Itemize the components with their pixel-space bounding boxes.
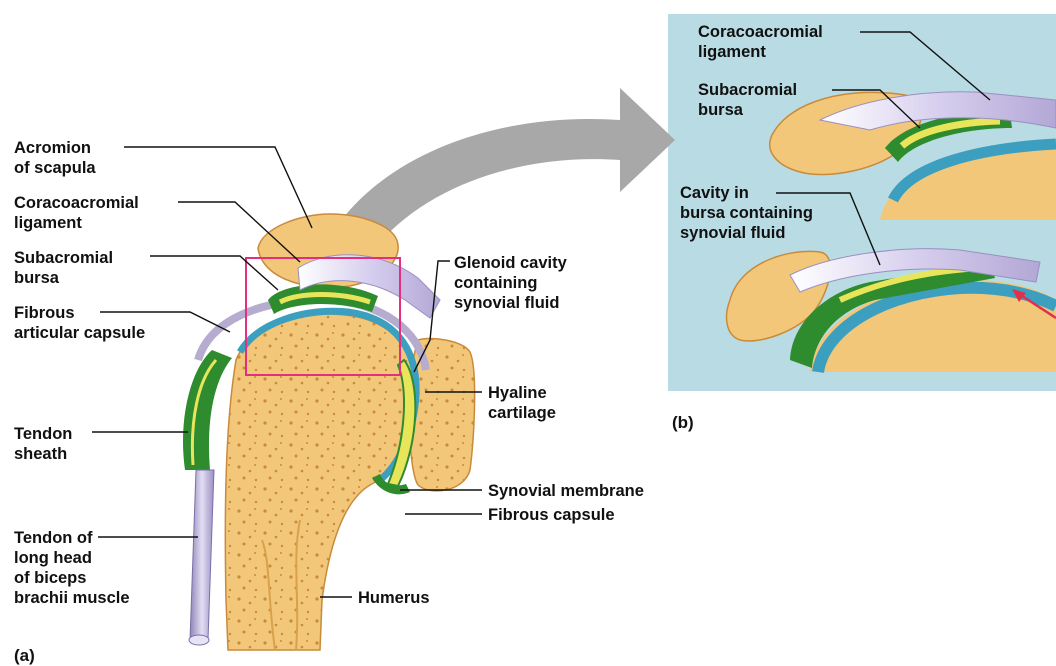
leader-acromion — [124, 147, 312, 228]
biceps-tendon — [190, 470, 214, 640]
label-b-coracoacromial-ligament: Coracoacromial ligament — [698, 22, 823, 62]
label-hyaline-cartilage: Hyaline cartilage — [488, 383, 556, 423]
panel-label-a: (a) — [14, 646, 35, 666]
label-tendon-sheath: Tendon sheath — [14, 424, 72, 464]
label-b-subacromial-bursa: Subacromial bursa — [698, 80, 797, 120]
panel-label-b: (b) — [672, 413, 694, 433]
label-coracoacromial-ligament: Coracoacromial ligament — [14, 193, 139, 233]
label-subacromial-bursa: Subacromial bursa — [14, 248, 113, 288]
label-fibrous-articular-capsule: Fibrous articular capsule — [14, 303, 145, 343]
leader-subacromial — [150, 256, 278, 290]
label-acromion: Acromion of scapula — [14, 138, 96, 178]
label-synovial-membrane: Synovial membrane — [488, 481, 644, 501]
label-humerus: Humerus — [358, 588, 430, 608]
main-drawing-a — [183, 214, 475, 650]
tendon-sheath — [183, 350, 232, 470]
label-tendon-long-head: Tendon of long head of biceps brachii mu… — [14, 528, 130, 608]
label-glenoid-cavity: Glenoid cavity containing synovial fluid — [454, 253, 567, 313]
label-b-cavity-in-bursa: Cavity in bursa containing synovial flui… — [680, 183, 813, 243]
label-fibrous-capsule: Fibrous capsule — [488, 505, 615, 525]
